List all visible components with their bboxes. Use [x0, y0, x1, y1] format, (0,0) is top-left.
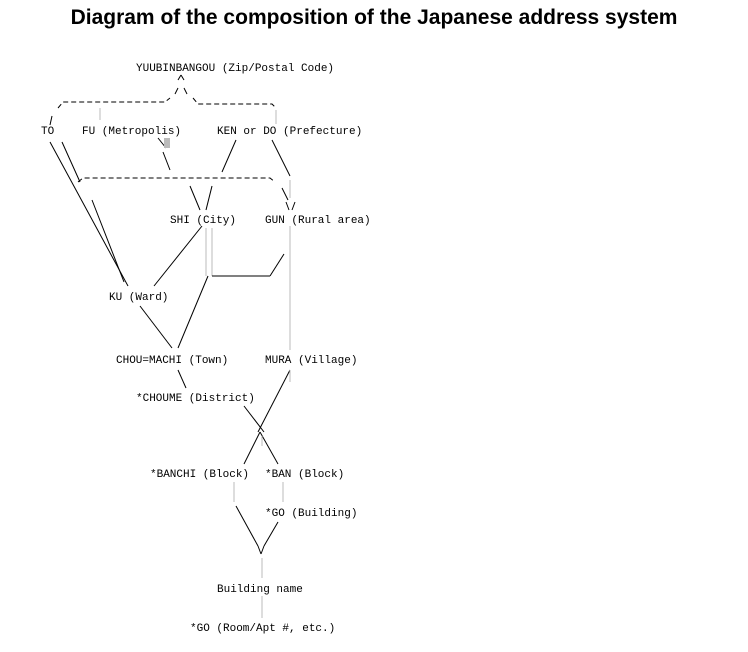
edge-shi-to-ku	[153, 225, 203, 287]
edge-to-banchi	[243, 431, 261, 465]
node-ken-do: KEN or DO (Prefecture)	[217, 126, 362, 138]
edge-gun-arrow-r	[291, 201, 296, 211]
node-ban: *BAN (Block)	[265, 469, 344, 481]
edge-arrow-l	[257, 545, 262, 555]
edge-banchi-down	[235, 505, 259, 547]
node-to: TO	[41, 126, 55, 138]
edge-ku-to-chou	[139, 305, 173, 349]
node-go-room: *GO (Room/Apt #, etc.)	[190, 623, 335, 635]
edge-zip-to-to	[57, 97, 171, 109]
node-mura: MURA (Village)	[265, 355, 357, 367]
edge-dashed-middle	[77, 177, 276, 183]
edge-fu-down	[162, 151, 171, 171]
edge-into-shi-l	[189, 185, 201, 211]
edge-zip-to-ken	[192, 97, 277, 109]
cursor-marker	[164, 138, 170, 148]
node-ku: KU (Ward)	[109, 292, 168, 304]
node-chou-machi: CHOU=MACHI (Town)	[116, 355, 228, 367]
edge-chou-to-choume	[177, 369, 187, 389]
diagram-title: Diagram of the composition of the Japane…	[70, 6, 678, 29]
node-gun: GUN (Rural area)	[265, 215, 371, 227]
edge-zip-left	[174, 87, 179, 95]
edge-link-up	[269, 253, 285, 277]
edge-into-shi-r	[205, 185, 213, 211]
edge-gun-arrow-l	[285, 201, 290, 211]
node-banchi: *BANCHI (Block)	[150, 469, 249, 481]
edge-ken-right	[271, 139, 291, 177]
edge-shi-to-chou	[177, 275, 209, 349]
node-yuubinbangou: YUUBINBANGOU (Zip/Postal Code)	[136, 63, 334, 75]
node-choume: *CHOUME (District)	[136, 393, 255, 405]
edge-fu-left	[61, 141, 81, 183]
caret-right	[180, 74, 185, 81]
node-go-building: *GO (Building)	[265, 508, 357, 520]
edge-choume-down	[243, 405, 265, 433]
node-fu: FU (Metropolis)	[82, 126, 181, 138]
edge-go-down	[263, 521, 279, 547]
edge-arrow-r	[260, 545, 265, 555]
edge-fu-to-ku	[91, 199, 125, 283]
edge-to-ban	[259, 431, 279, 465]
edge-to-to-ku	[49, 141, 129, 287]
edge-ken-left	[221, 139, 237, 173]
edge-mura-down	[257, 369, 291, 433]
node-building-name: Building name	[217, 584, 303, 596]
edge-zip-right	[183, 87, 188, 95]
connector-lines	[49, 74, 296, 618]
node-shi: SHI (City)	[170, 215, 236, 227]
edge-to-up	[49, 115, 53, 126]
edge-to-gun-left	[281, 187, 289, 201]
caret-left	[177, 74, 182, 81]
